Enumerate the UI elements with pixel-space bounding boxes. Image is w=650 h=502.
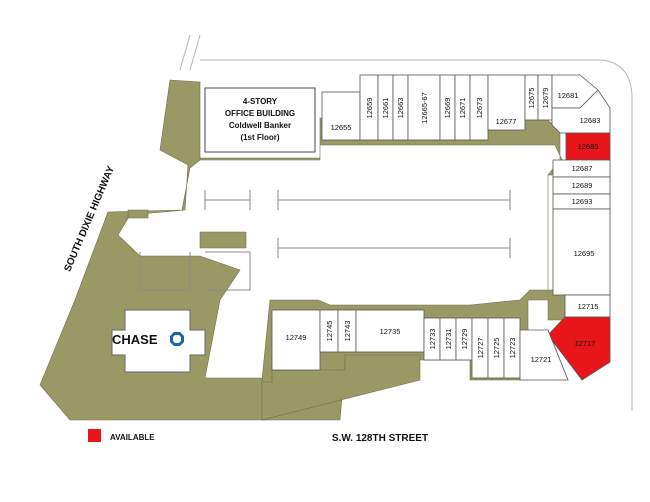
unit-12735-label: 12735 <box>380 327 401 336</box>
unit-12731-label: 12731 <box>444 329 453 350</box>
office-line-4: (1st Floor) <box>240 133 279 142</box>
unit-12663-label: 12663 <box>396 98 405 119</box>
unit-12727-label: 12727 <box>476 338 485 359</box>
landscape-west <box>39 79 266 421</box>
unit-12749[interactable] <box>271 309 321 371</box>
legend-available-swatch <box>88 429 101 442</box>
unit-12675-label: 12675 <box>527 88 536 109</box>
unit-12683[interactable] <box>551 89 611 134</box>
bank-name: CHASE <box>112 332 158 347</box>
unit-12655-label: 12655 <box>331 123 352 132</box>
chase-bank: CHASE <box>111 309 206 373</box>
north-retail-row: 12655 12659 12661 12663 12665-67 12669 1… <box>321 74 611 141</box>
unit-12715-label: 12715 <box>578 302 599 311</box>
unit-12683-label: 12683 <box>580 116 601 125</box>
south-retail-row: 12749 12745 12743 12735 12733 12731 1272… <box>271 309 569 381</box>
street-label: S.W. 128TH STREET <box>332 433 428 444</box>
parking-lot-lines <box>139 190 511 291</box>
landscape-median-1 <box>127 209 149 219</box>
unit-12685-label: 12685 <box>578 142 599 151</box>
unit-12735[interactable] <box>355 309 425 353</box>
unit-12673-label: 12673 <box>475 98 484 119</box>
unit-12733-label: 12733 <box>428 329 437 350</box>
octagon-logo-icon <box>170 332 184 346</box>
unit-12687-label: 12687 <box>572 164 593 173</box>
office-line-3: Coldwell Banker <box>229 121 291 130</box>
unit-12685[interactable] <box>565 132 611 161</box>
unit-12681-label: 12681 <box>558 91 579 100</box>
unit-12679-label: 12679 <box>541 88 550 109</box>
office-line-2: OFFICE BUILDING <box>225 109 295 118</box>
unit-12745-label: 12745 <box>325 321 334 342</box>
unit-12743-label: 12743 <box>343 321 352 342</box>
legend: AVAILABLE <box>88 429 155 442</box>
unit-12695[interactable] <box>552 208 611 296</box>
east-retail-column: 12685 12687 12689 12693 12695 12715 1271… <box>547 132 611 381</box>
unit-12721[interactable] <box>519 329 569 381</box>
unit-12725-label: 12725 <box>492 338 501 359</box>
unit-12659-label: 12659 <box>365 98 374 119</box>
unit-12665-67-label: 12665-67 <box>420 92 429 124</box>
unit-12721-label: 12721 <box>531 355 552 364</box>
unit-12661-label: 12661 <box>381 98 390 119</box>
office-line-1: 4-STORY <box>243 97 278 106</box>
unit-12729-label: 12729 <box>460 329 469 350</box>
unit-12717-label: 12717 <box>575 339 596 348</box>
landscape-south-strip <box>261 354 421 421</box>
landscape-median-2 <box>199 231 247 249</box>
road-outlines <box>179 34 633 410</box>
unit-12677[interactable] <box>487 74 526 131</box>
unit-12749-label: 12749 <box>286 333 307 342</box>
unit-12695-label: 12695 <box>574 249 595 258</box>
unit-12655[interactable] <box>321 91 361 141</box>
unit-12677-label: 12677 <box>496 117 517 126</box>
unit-12669-label: 12669 <box>443 98 452 119</box>
legend-available-label: AVAILABLE <box>110 433 155 442</box>
unit-12693-label: 12693 <box>572 197 593 206</box>
unit-12723-label: 12723 <box>508 338 517 359</box>
office-building: 4-STORY OFFICE BUILDING Coldwell Banker … <box>204 87 316 153</box>
unit-12689-label: 12689 <box>572 181 593 190</box>
unit-12717[interactable] <box>547 316 611 381</box>
unit-12671-label: 12671 <box>458 98 467 119</box>
